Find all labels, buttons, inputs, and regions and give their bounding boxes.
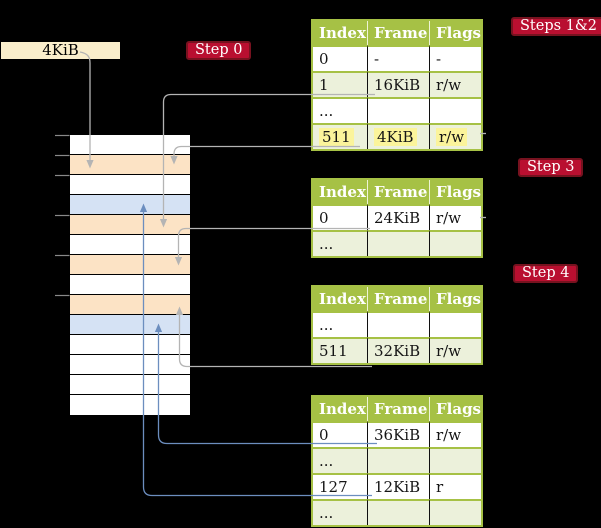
table-row: ... xyxy=(313,447,481,473)
column-header: Frame xyxy=(367,397,429,421)
table-cell: r/w xyxy=(429,421,481,447)
memory-frame-cell-10 xyxy=(70,335,190,355)
frame-size-label: 4KiB xyxy=(1,42,120,59)
table-cell: r/w xyxy=(429,337,481,363)
memory-frame-cell-7 xyxy=(70,275,190,295)
table-row: 511 4KiB r/w xyxy=(313,123,481,149)
table-row: ... xyxy=(313,97,481,123)
column-header: Flags xyxy=(429,180,481,204)
highlighted-value: 4KiB xyxy=(374,128,417,146)
table-row: ... xyxy=(313,311,481,337)
table-cell: 32KiB xyxy=(367,337,429,363)
table-cell: ... xyxy=(313,499,367,525)
steps-1-2-badge: Steps 1&2 xyxy=(511,17,601,36)
column-header: Index xyxy=(313,287,367,311)
column-header: Frame xyxy=(367,21,429,45)
table-cell: - xyxy=(367,45,429,71)
memory-frame-cell-11 xyxy=(70,355,190,375)
table-row: ... xyxy=(313,499,481,525)
column-header: Index xyxy=(313,180,367,204)
step-3-badge: Step 3 xyxy=(518,158,584,177)
table-row: ... xyxy=(313,230,481,256)
memory-frame-cell-4 xyxy=(70,215,190,235)
physical-memory-column xyxy=(70,135,190,415)
table-cell: ... xyxy=(313,97,367,123)
memory-frame-cell-0 xyxy=(70,135,190,155)
table-cell: 0 xyxy=(313,421,367,447)
table-cell: 0 xyxy=(313,45,367,71)
table-cell xyxy=(429,447,481,473)
table-cell xyxy=(367,499,429,525)
highlighted-value: r/w xyxy=(436,128,468,146)
memory-frame-cell-6 xyxy=(70,255,190,275)
table-cell xyxy=(367,97,429,123)
memory-frame-cell-12 xyxy=(70,375,190,395)
table-cell xyxy=(429,311,481,337)
table-cell: 511 xyxy=(313,123,367,149)
table-cell: 4KiB xyxy=(367,123,429,149)
table-cell: 12KiB xyxy=(367,473,429,499)
table-cell: 1 xyxy=(313,71,367,97)
table-cell: - xyxy=(429,45,481,71)
memory-frame-cell-2 xyxy=(70,175,190,195)
table-cell xyxy=(429,499,481,525)
table-cell xyxy=(367,230,429,256)
column-header: Flags xyxy=(429,397,481,421)
table-cell: r xyxy=(429,473,481,499)
memory-frame-cell-8 xyxy=(70,295,190,315)
memory-frame-cell-5 xyxy=(70,235,190,255)
memory-frame-cell-1 xyxy=(70,155,190,175)
memory-frame-cell-3 xyxy=(70,195,190,215)
table-cell: 127 xyxy=(313,473,367,499)
table-cell: 24KiB xyxy=(367,204,429,230)
step-4-badge: Step 4 xyxy=(513,264,579,283)
table-cell xyxy=(367,447,429,473)
table-cell: r/w xyxy=(429,71,481,97)
column-header: Index xyxy=(313,21,367,45)
table-cell: r/w xyxy=(429,204,481,230)
table-cell: r/w xyxy=(429,123,481,149)
table-cell: 511 xyxy=(313,337,367,363)
table-cell xyxy=(367,311,429,337)
column-header: Index xyxy=(313,397,367,421)
column-header: Flags xyxy=(429,21,481,45)
table-cell: 36KiB xyxy=(367,421,429,447)
memory-frame-cell-13 xyxy=(70,395,190,415)
column-header: Flags xyxy=(429,287,481,311)
table-cell: ... xyxy=(313,311,367,337)
column-header: Frame xyxy=(367,287,429,311)
table-cell xyxy=(429,230,481,256)
step-0-badge: Step 0 xyxy=(186,41,252,60)
table-cell xyxy=(429,97,481,123)
column-header: Frame xyxy=(367,180,429,204)
table-cell: 0 xyxy=(313,204,367,230)
memory-frame-cell-9 xyxy=(70,315,190,335)
table-cell: ... xyxy=(313,230,367,256)
table-cell: 16KiB xyxy=(367,71,429,97)
table-cell: ... xyxy=(313,447,367,473)
highlighted-value: 511 xyxy=(319,128,354,146)
table-row: 0-- xyxy=(313,45,481,71)
